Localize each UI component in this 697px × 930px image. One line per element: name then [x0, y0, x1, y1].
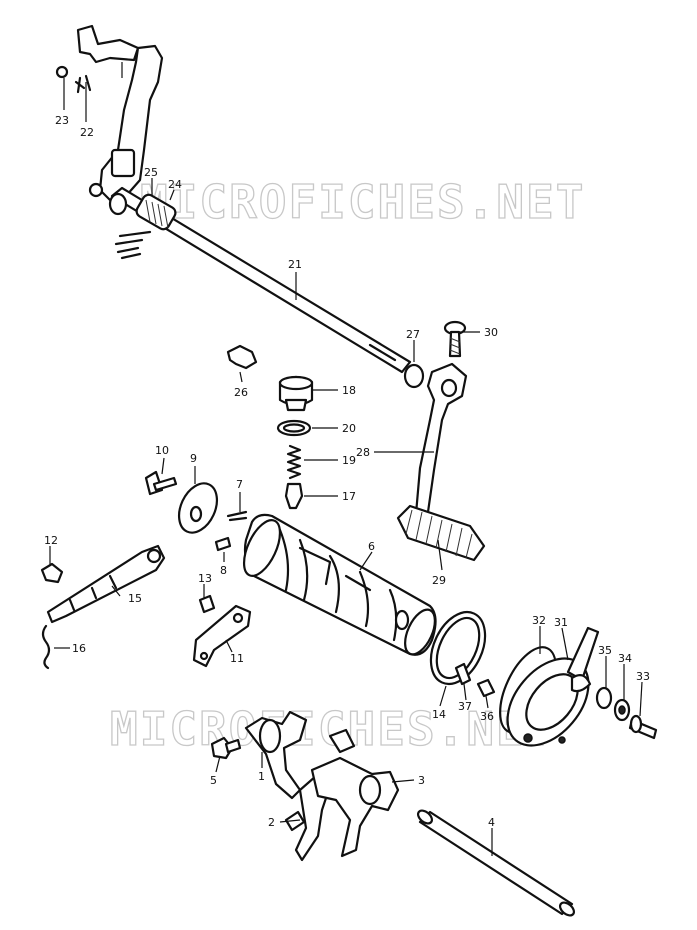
washer-20 — [276, 419, 312, 437]
pin-13 — [198, 594, 216, 614]
shift-fork-3 — [310, 728, 400, 858]
shift-fork-1 — [244, 710, 308, 800]
callout-20: 20 — [342, 422, 356, 435]
watermark-bottom: MICROFICHES.NET — [110, 702, 555, 756]
bolt-33 — [628, 714, 658, 740]
callout-36: 36 — [480, 710, 494, 723]
callout-34: 34 — [618, 652, 632, 665]
shift-arm-15 — [46, 544, 166, 624]
gear-shift-pedal — [396, 362, 486, 562]
washer-35 — [595, 686, 613, 710]
clip-26 — [226, 344, 258, 370]
screw-10 — [144, 470, 178, 496]
plunger-17 — [284, 482, 304, 510]
watermark-top: MICROFICHES.NET — [140, 175, 585, 229]
callout-12: 12 — [44, 534, 58, 547]
callout-32: 32 — [532, 614, 546, 627]
leader-lines — [49, 62, 643, 856]
callout-31: 31 — [554, 616, 568, 629]
callout-2: 2 — [268, 816, 275, 829]
callout-5: 5 — [210, 774, 217, 787]
shift-lever-arm — [76, 24, 164, 202]
callout-17: 17 — [342, 490, 356, 503]
pin-36 — [476, 678, 496, 698]
callout-35: 35 — [598, 644, 612, 657]
fork-shaft-4 — [416, 809, 576, 917]
gear-shift-cam — [242, 513, 437, 656]
callout-23: 23 — [55, 114, 69, 127]
spring-19 — [286, 444, 302, 480]
shift-shaft — [108, 186, 425, 389]
callout-15: 15 — [128, 592, 142, 605]
callout-19: 19 — [342, 454, 356, 467]
callout-24: 24 — [168, 178, 182, 191]
callout-37: 37 — [458, 700, 472, 713]
callout-29: 29 — [432, 574, 446, 587]
nut-34 — [613, 698, 631, 722]
callout-21: 21 — [288, 258, 302, 271]
callout-11: 11 — [230, 652, 244, 665]
cap-18 — [278, 375, 314, 412]
callout-9: 9 — [190, 452, 197, 465]
callouts: 23 22 25 24 21 27 30 26 18 20 19 17 28 1… — [44, 114, 650, 829]
callout-26: 26 — [234, 386, 248, 399]
callout-6: 6 — [368, 540, 375, 553]
pin-8 — [214, 536, 232, 552]
callout-7: 7 — [236, 478, 243, 491]
callout-33: 33 — [636, 670, 650, 683]
callout-22: 22 — [80, 126, 94, 139]
bolt-30 — [443, 320, 467, 358]
pawl-11 — [192, 604, 252, 668]
callout-8: 8 — [220, 564, 227, 577]
callout-13: 13 — [198, 572, 212, 585]
callout-10: 10 — [155, 444, 169, 457]
cover-31 — [506, 626, 600, 747]
bearing-14 — [429, 610, 487, 686]
stopper-plate-9 — [177, 482, 219, 534]
callout-16: 16 — [72, 642, 86, 655]
callout-1: 1 — [258, 770, 265, 783]
callout-27: 27 — [406, 328, 420, 341]
small-pin-23 — [55, 65, 92, 94]
callout-18: 18 — [342, 384, 356, 397]
callout-28: 28 — [356, 446, 370, 459]
screw-5 — [210, 736, 242, 760]
callout-4: 4 — [488, 816, 495, 829]
callout-3: 3 — [418, 774, 425, 787]
pin-37 — [454, 662, 472, 686]
callout-14: 14 — [432, 708, 446, 721]
callout-30: 30 — [484, 326, 498, 339]
spring-16 — [41, 624, 51, 670]
callout-25: 25 — [144, 166, 158, 179]
screw-12 — [40, 562, 64, 584]
pin-7 — [226, 510, 248, 522]
